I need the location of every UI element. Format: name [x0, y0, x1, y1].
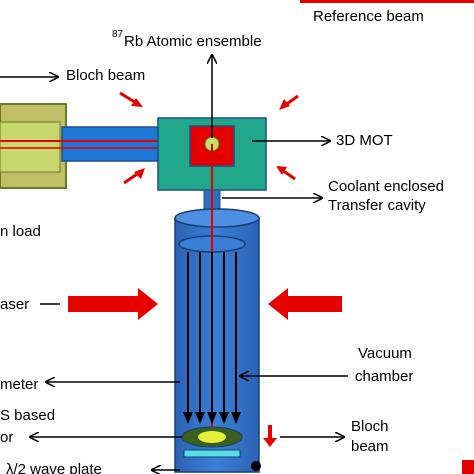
- cooling-arrow-bottom-right-head: [276, 166, 287, 175]
- transfer-cavity-inner: [0, 121, 61, 173]
- detector-sample: [198, 431, 226, 443]
- atom-arrowheads: [183, 412, 241, 424]
- cooling-beam-arrows: [119, 91, 299, 185]
- coolant-label-1: Coolant enclosed: [328, 178, 444, 195]
- waveplate-label: λ/2 wave plate: [6, 461, 102, 474]
- cooling-arrow-bottom-left-head: [134, 168, 145, 179]
- waveplate: [183, 449, 241, 458]
- atomic-ensemble-label: Rb Atomic ensemble: [124, 33, 262, 50]
- laser-label: aser: [0, 296, 29, 313]
- coolant-label-2: Transfer cavity: [328, 197, 426, 214]
- vacuum-label-2: chamber: [355, 368, 413, 385]
- reference-beam-label: Reference beam: [313, 8, 424, 25]
- sensor-label-2: or: [0, 429, 13, 446]
- bloch-beam-top-label: Bloch beam: [66, 67, 145, 84]
- bloch-down-arrow-shaft: [268, 425, 272, 439]
- vacuum-label-1: Vacuum: [358, 345, 412, 362]
- mot-label: 3D MOT: [336, 132, 393, 149]
- bloch-beam-bottom-label-1: Bloch: [351, 418, 389, 435]
- bloch-beam-bottom-label-2: beam: [351, 438, 389, 455]
- transfer-tube: [61, 126, 161, 162]
- atomic-ensemble-sup: 87: [112, 29, 124, 40]
- cooling-arrow-top-right-head: [279, 99, 290, 110]
- top-right-frame: [300, 0, 474, 3]
- bottom-right-corner: [462, 460, 474, 474]
- load-label: n load: [0, 223, 41, 240]
- mirror-knob: [251, 461, 261, 471]
- meter-label: meter: [0, 376, 38, 393]
- bloch-down-arrow-head: [263, 438, 277, 447]
- vacuum-chamber-top: [174, 208, 260, 228]
- sensor-label-1: S based: [0, 407, 55, 424]
- laser-arrow-left: [68, 288, 158, 320]
- laser-arrow-right: [268, 288, 342, 320]
- cooling-arrow-top-left-head: [131, 98, 143, 107]
